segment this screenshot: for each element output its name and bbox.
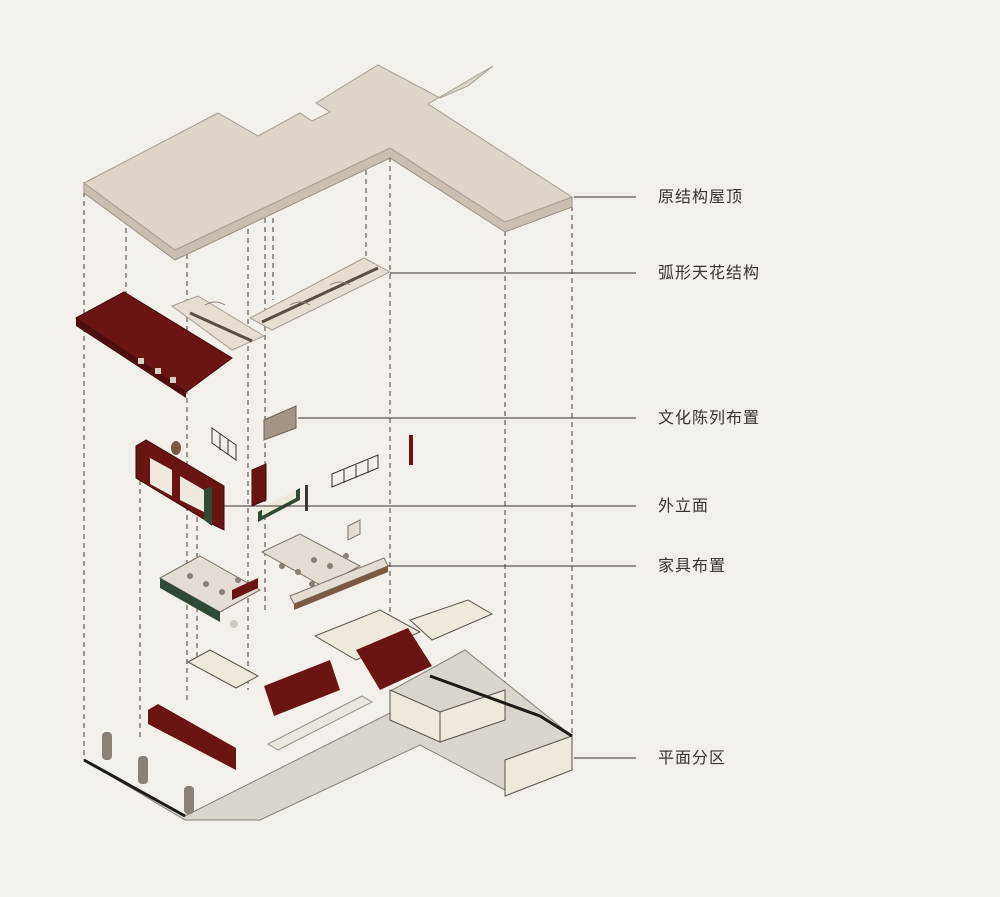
leader-lines <box>224 196 636 759</box>
roof-layer <box>83 64 574 261</box>
label-plan: 平面分区 <box>658 748 727 767</box>
red-canopy <box>75 291 233 398</box>
roof-slab-top <box>83 64 574 251</box>
label-furniture: 家具布置 <box>658 556 727 575</box>
display-painting <box>263 405 297 441</box>
plan-layer <box>83 599 573 821</box>
label-ceiling: 弧形天花结构 <box>658 263 761 282</box>
furniture-layer <box>158 519 389 622</box>
display-layer <box>171 405 413 488</box>
label-display: 文化陈列布置 <box>658 408 761 427</box>
label-facade: 外立面 <box>658 496 710 515</box>
ceiling-layer <box>170 257 392 351</box>
label-roof: 原结构屋顶 <box>658 187 744 206</box>
facade-layer <box>135 439 308 531</box>
